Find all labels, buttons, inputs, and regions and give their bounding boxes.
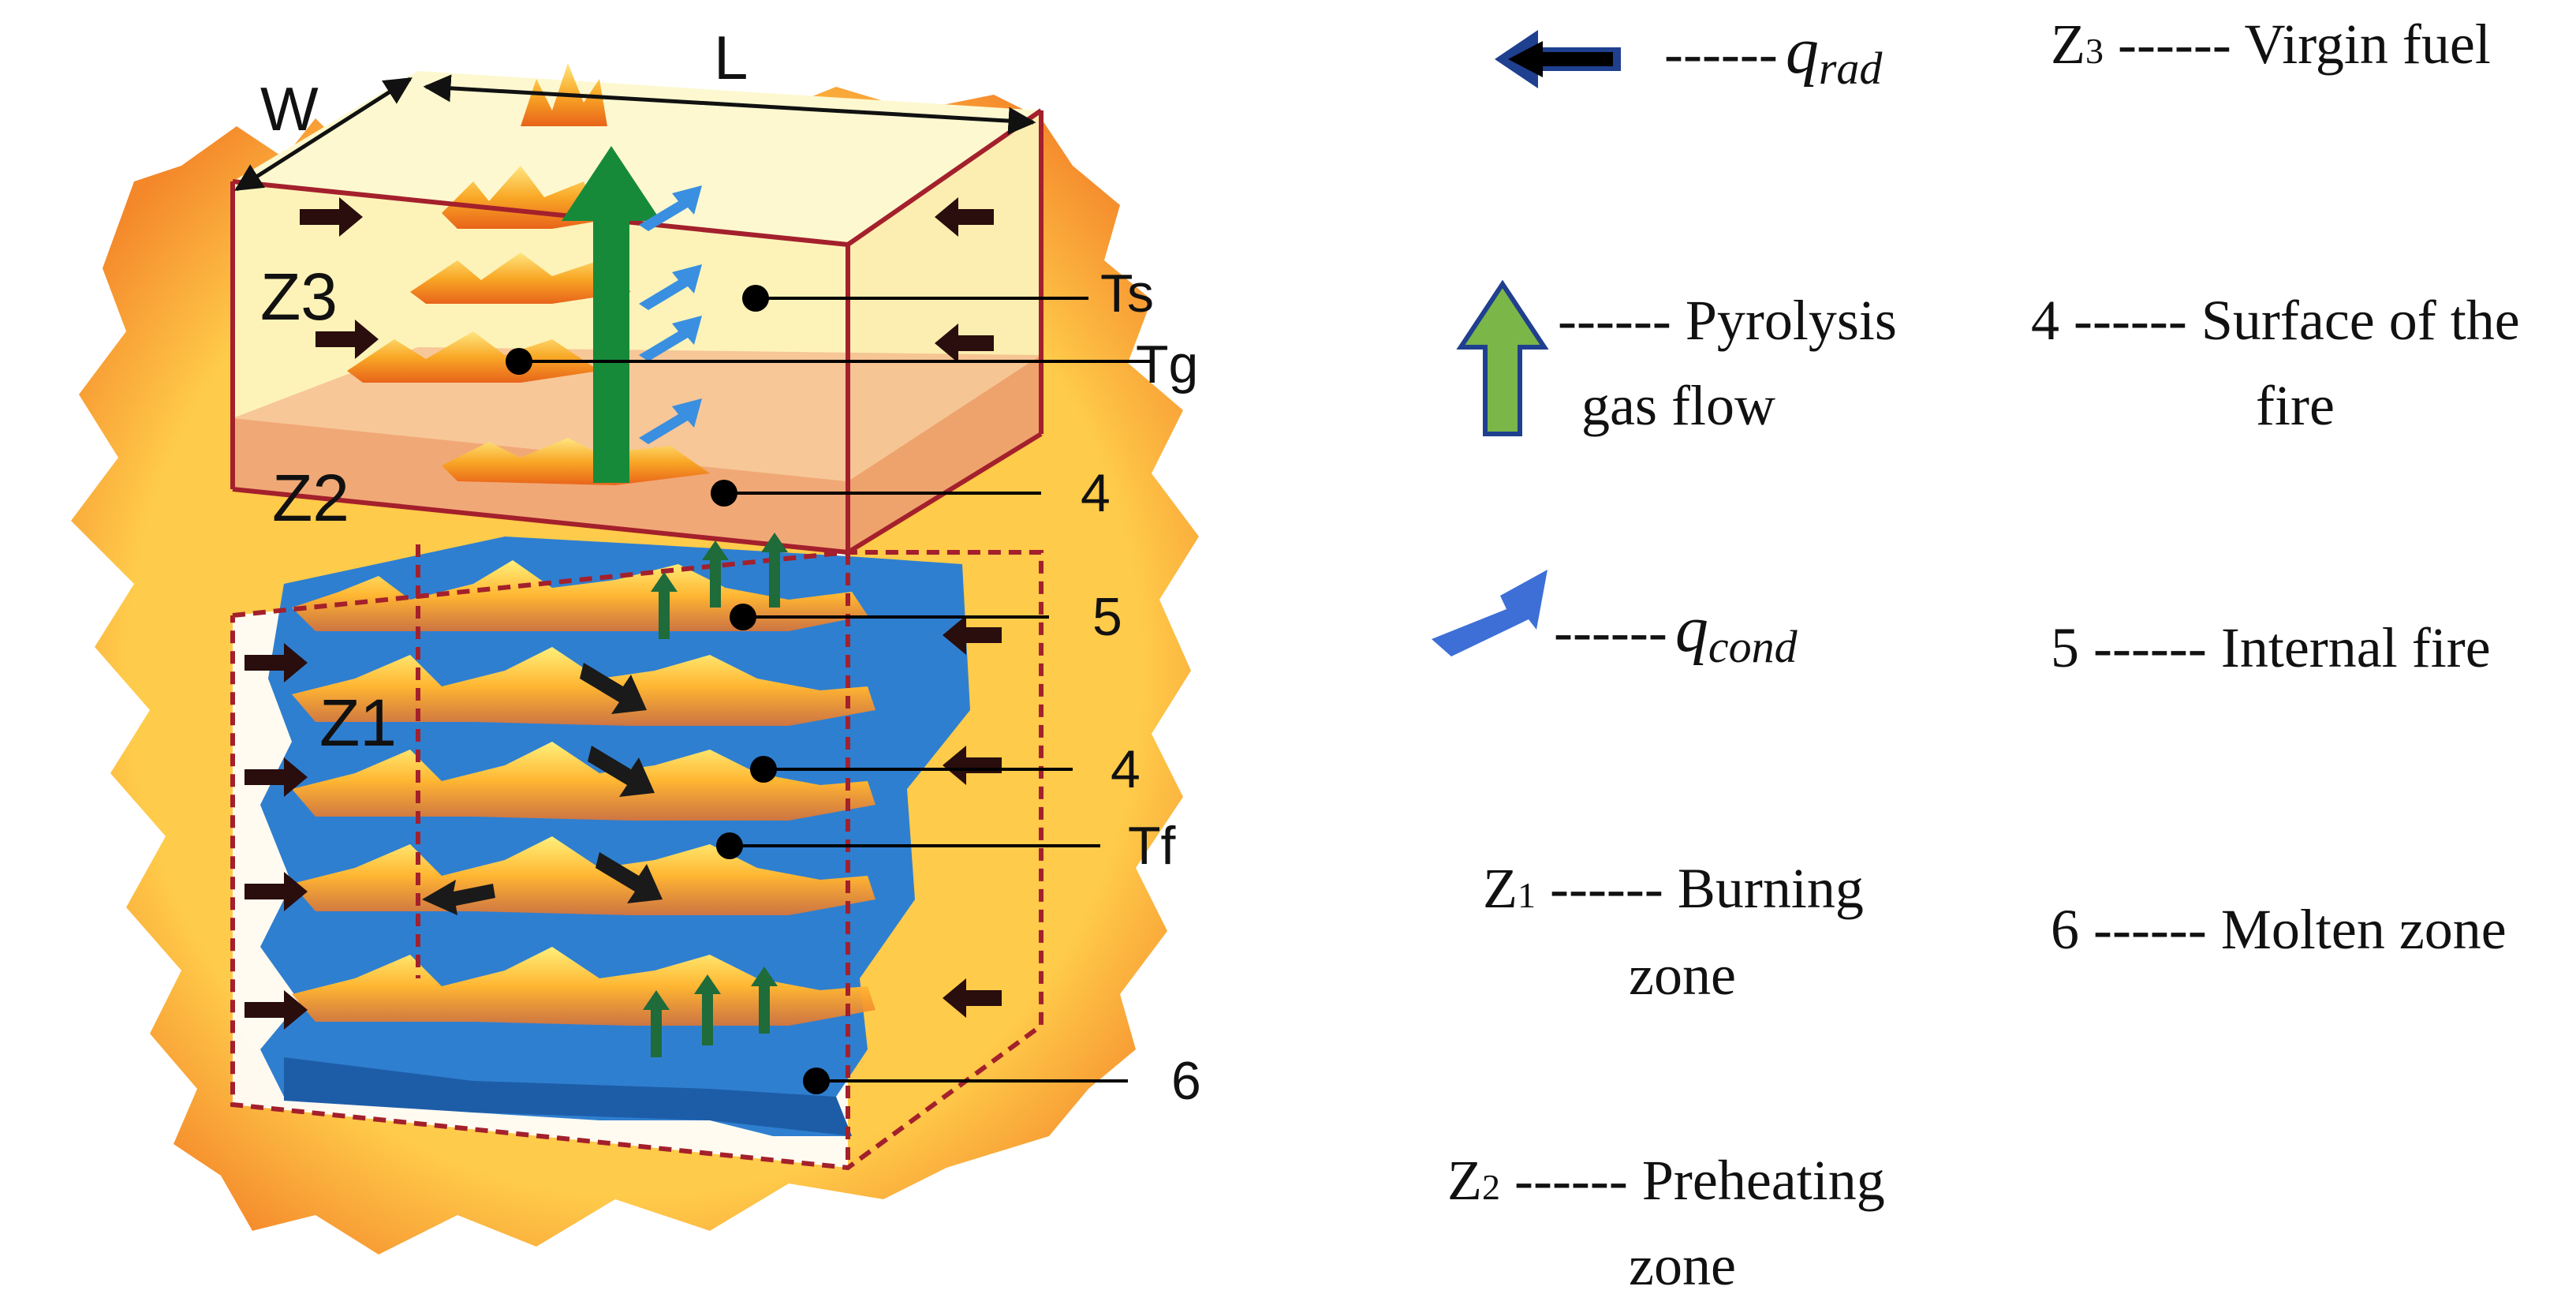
radiation-arrows bbox=[245, 197, 1002, 1030]
molten-pool bbox=[284, 1057, 852, 1136]
dimension-lines: W L bbox=[234, 23, 1036, 192]
legend-item5-line1: 5 ------ Internal fire bbox=[2051, 616, 2491, 679]
marker-tf: Tf bbox=[1128, 816, 1176, 876]
legend-z3-prefix: Z bbox=[2051, 13, 2085, 76]
legend-z2-text: ------ Preheating bbox=[1500, 1149, 1885, 1212]
legend-q-rad-sub: rad bbox=[1819, 43, 1883, 94]
markers: Ts Tg 4 5 4 Tf 6 bbox=[506, 264, 1201, 1111]
dim-label-w: W bbox=[260, 74, 319, 144]
dim-label-l: L bbox=[714, 23, 748, 92]
legend-q-rad: ------qrad bbox=[1664, 14, 1883, 94]
conduction-arrows bbox=[639, 185, 702, 444]
legend-q-rad-dashes: ------ bbox=[1664, 22, 1778, 85]
flame-layer-2 bbox=[292, 647, 875, 726]
marker-ts: Ts bbox=[1100, 264, 1154, 323]
marker-5: 5 bbox=[1092, 587, 1122, 647]
legend-pyrolysis-line1: ------ Pyrolysis bbox=[1558, 289, 1897, 352]
q-rad-arrow-icon bbox=[1495, 30, 1621, 88]
legend-z3-sub: 3 bbox=[2085, 31, 2104, 71]
legend-z1-sub: 1 bbox=[1518, 875, 1536, 915]
legend-z2-line1: Z2 ------ Preheating bbox=[1447, 1149, 1885, 1212]
diagram-zone-labels: Z3 Z2 Z1 bbox=[260, 260, 397, 760]
zone-label-z1: Z1 bbox=[319, 686, 397, 760]
legend-q-cond-dashes: ------ bbox=[1554, 600, 1667, 664]
flame-layer-5 bbox=[292, 947, 875, 1026]
legend-q-cond-sub: cond bbox=[1708, 621, 1798, 672]
legend-z1-line1: Z1 ------ Burning bbox=[1483, 857, 1864, 920]
small-gas-arrows bbox=[643, 533, 788, 1057]
legend-q-rad-symbol: q bbox=[1786, 14, 1819, 88]
preheating-band bbox=[233, 418, 848, 552]
legend-q-cond: ------qcond bbox=[1554, 593, 1798, 672]
legend-z2-prefix: Z bbox=[1447, 1149, 1482, 1212]
legend-z1-prefix: Z bbox=[1483, 857, 1518, 920]
marker-tg: Tg bbox=[1136, 335, 1198, 394]
legend-z1-line2: zone bbox=[1629, 944, 1736, 1007]
flame-layer-3 bbox=[292, 742, 875, 821]
pyrolysis-gas-arrow bbox=[562, 146, 661, 483]
marker-6: 6 bbox=[1171, 1051, 1201, 1111]
legend-z2-sub: 2 bbox=[1482, 1167, 1500, 1207]
legend-z3-text: ------ Virgin fuel bbox=[2104, 13, 2491, 76]
legend-item4-line2: fire bbox=[2256, 374, 2335, 437]
internal-heat-arrows bbox=[422, 663, 663, 915]
box-edges bbox=[230, 108, 1043, 1171]
q-cond-arrow-icon bbox=[1432, 570, 1547, 656]
legend-pyrolysis-line2: gas flow bbox=[1581, 374, 1775, 437]
legend-column-1: ------qrad ------ Pyrolysis gas flow ---… bbox=[1432, 14, 1897, 1297]
legend-item6-line1: 6 ------ Molten zone bbox=[2051, 898, 2507, 961]
marker-4-top: 4 bbox=[1081, 463, 1111, 523]
legend-q-cond-symbol: q bbox=[1675, 593, 1708, 666]
legend-z2-line2: zone bbox=[1629, 1234, 1736, 1297]
zone-label-z3: Z3 bbox=[260, 260, 338, 334]
legend-column-2: Z3 ------ Virgin fuel 4 ------ Surface o… bbox=[2031, 13, 2520, 961]
flame-layer-1 bbox=[292, 560, 868, 631]
legend-z3-line1: Z3 ------ Virgin fuel bbox=[2051, 13, 2491, 76]
legend-item4-line1: 4 ------ Surface of the bbox=[2031, 289, 2520, 352]
legend-z1-text: ------ Burning bbox=[1536, 857, 1864, 920]
pyrolysis-arrow-icon bbox=[1456, 279, 1549, 436]
zone-label-z2: Z2 bbox=[272, 461, 349, 535]
marker-4-mid: 4 bbox=[1111, 739, 1141, 799]
